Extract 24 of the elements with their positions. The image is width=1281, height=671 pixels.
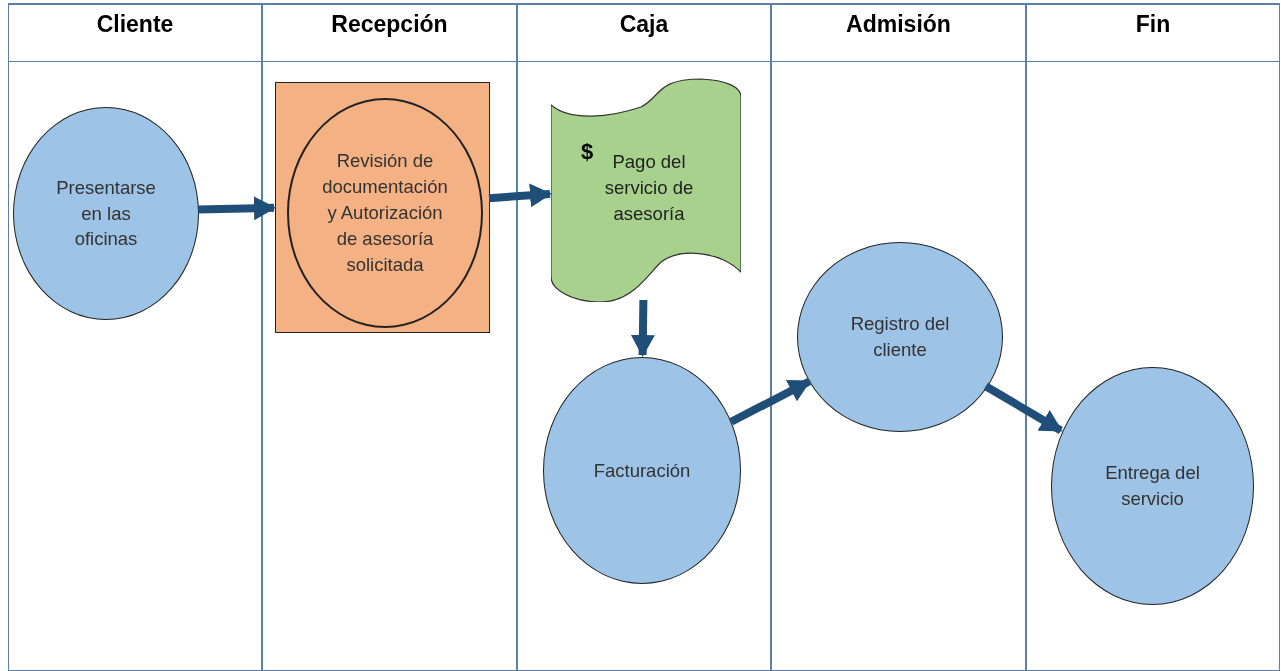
lane-title: Caja [619,11,669,38]
swimlane [8,3,262,671]
swimlane [262,3,517,671]
arrow [488,183,552,208]
process-label: Entrega del servicio [1104,461,1201,511]
arrow [983,382,1063,434]
lane-title: Fin [1135,11,1171,38]
document-shape [551,77,741,302]
process-box [275,82,490,333]
arrow [630,299,655,357]
process-label: Registro del cliente [849,312,951,362]
swimlane [1026,3,1280,671]
process-label: Revisión de documentación y Autorización de asesoría solicitada [321,149,449,277]
process-label: Pago del servicio de asesoría [603,150,695,226]
lane-title: Admisión [846,11,951,38]
swimlane [771,3,1026,671]
arrow [197,196,276,221]
lane-title: Recepción [331,11,448,38]
dollar-sign: $ [581,139,594,165]
lane-title: Cliente [96,11,174,38]
process-label: Presentarse en las oficinas [55,175,157,252]
process-label: Facturación [592,458,692,483]
swimlane [517,3,771,671]
arrow [729,377,811,426]
